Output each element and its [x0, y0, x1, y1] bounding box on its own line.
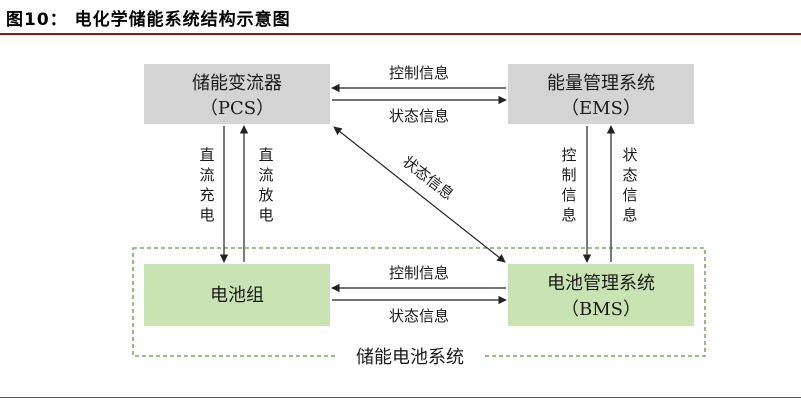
ems-label: 能量管理系统: [547, 73, 655, 94]
ems-abbr: （EMS）: [561, 98, 641, 119]
bms-abbr: （BMS）: [561, 299, 641, 320]
battery-label: 电池组: [210, 285, 264, 306]
ems-control-label: 控 制 信 息: [561, 146, 576, 224]
ems-control-char: 制: [561, 166, 576, 184]
battery-box: [144, 264, 330, 326]
battery-bms-status-label: 状态信息: [389, 307, 449, 325]
pcs-ems-status-label: 状态信息: [389, 107, 449, 125]
charge-char: 流: [199, 166, 214, 184]
ems-status-char: 息: [622, 206, 637, 224]
ems-control-char: 控: [561, 146, 576, 164]
pcs-abbr: （PCS）: [200, 98, 274, 119]
ems-box: [508, 64, 694, 124]
ems-status-char: 信: [622, 186, 637, 204]
diagonal-status-arrow: [333, 126, 506, 263]
discharge-label: 直 流 放 电: [258, 146, 273, 224]
ems-status-label: 状 态 信 息: [622, 146, 637, 224]
discharge-char: 放: [258, 186, 273, 204]
charge-char: 电: [199, 206, 214, 224]
ems-control-char: 息: [561, 206, 576, 224]
figure-title: 图10： 电化学储能系统结构示意图: [6, 10, 291, 30]
ems-control-char: 信: [561, 186, 576, 204]
diagonal-status-label: 状态信息: [399, 152, 457, 203]
group-label: 储能电池系统: [356, 347, 464, 368]
discharge-char: 流: [258, 166, 273, 184]
pcs-ems-control-label: 控制信息: [389, 64, 449, 82]
title-rule: [0, 33, 801, 35]
pcs-box: [144, 64, 330, 124]
ems-status-char: 态: [622, 166, 637, 184]
charge-char: 充: [199, 186, 214, 204]
pcs-label: 储能变流器: [192, 73, 282, 94]
charge-label: 直 流 充 电: [199, 146, 214, 224]
battery-bms-control-label: 控制信息: [389, 264, 449, 282]
group-label-bg: [338, 346, 482, 366]
discharge-char: 电: [258, 206, 273, 224]
discharge-char: 直: [258, 146, 273, 164]
bottom-rule: [0, 397, 801, 398]
bms-box: [508, 264, 694, 326]
charge-char: 直: [199, 146, 214, 164]
bms-label: 电池管理系统: [547, 273, 655, 294]
ems-status-char: 状: [622, 146, 637, 164]
